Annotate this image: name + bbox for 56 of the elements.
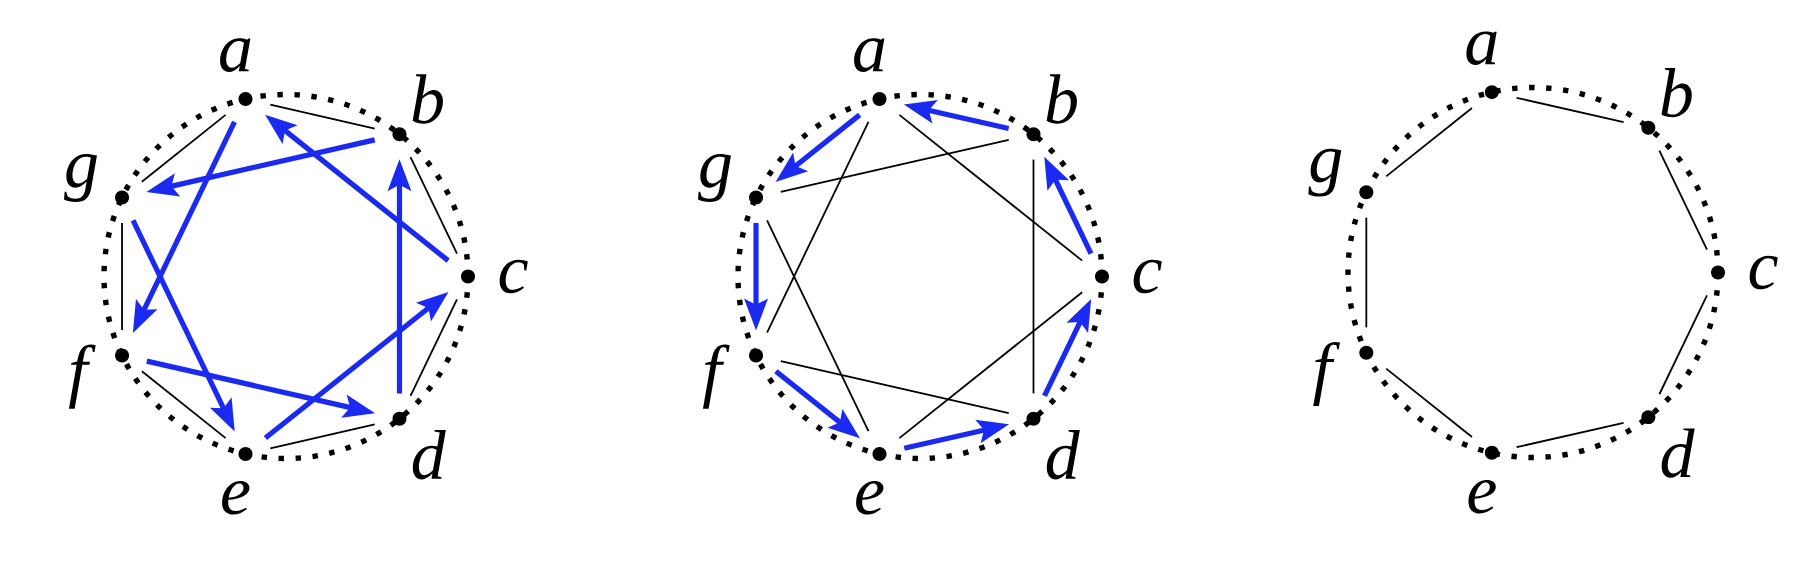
- connector-line: [1658, 149, 1708, 251]
- vertex-label: a: [220, 38, 251, 72]
- arrow: [744, 222, 769, 331]
- arrow: [265, 114, 450, 263]
- vertex-label: b: [1661, 68, 1692, 118]
- connector-line: [779, 360, 1010, 415]
- vertex-label: b: [1046, 74, 1077, 124]
- vertex-label: d: [412, 430, 446, 480]
- connector-line: [141, 113, 227, 183]
- vertex-label: d: [1046, 430, 1080, 480]
- connector-line: [269, 103, 376, 130]
- connector-line: [1032, 158, 1035, 395]
- arrow: [132, 120, 237, 333]
- connector-line: [1385, 107, 1473, 178]
- arrow: [775, 112, 862, 182]
- arrow: [387, 159, 412, 394]
- arrow: [903, 419, 1010, 451]
- vertex-label: c: [1749, 255, 1778, 290]
- vertex-label: c: [499, 259, 528, 294]
- vertex-label: e: [222, 480, 250, 515]
- arrow: [263, 292, 449, 441]
- arrow: [146, 137, 376, 197]
- connector-line: [1658, 294, 1708, 396]
- connector-line: [1515, 96, 1625, 124]
- connector-line: [409, 298, 458, 397]
- vertex-label: f: [702, 344, 730, 409]
- arrow: [1042, 299, 1092, 398]
- arrow: [1044, 156, 1094, 255]
- vertex-label: f: [1313, 341, 1340, 407]
- connector-line: [766, 219, 870, 432]
- vertex-label: c: [1133, 259, 1162, 294]
- connector-line: [1515, 421, 1625, 449]
- vertex-label: g: [64, 154, 97, 202]
- connector-line: [898, 291, 1084, 439]
- vertex-label: g: [698, 154, 731, 202]
- vertex-label: a: [1466, 31, 1497, 66]
- vertex-label: g: [1308, 148, 1342, 197]
- vertex-label: f: [68, 344, 96, 409]
- connector-line: [1385, 367, 1473, 438]
- connector-line: [141, 370, 227, 439]
- vertex-label: e: [1468, 479, 1496, 514]
- arrow: [146, 358, 376, 418]
- arrow: [903, 100, 1010, 132]
- connector-line: [409, 156, 458, 255]
- connector-line: [1365, 216, 1368, 329]
- arrow: [130, 219, 235, 432]
- connector-line: [269, 423, 376, 450]
- arrow: [774, 369, 860, 439]
- vertex-label: a: [854, 38, 885, 72]
- vertex-label: b: [412, 74, 443, 124]
- vertex-label: d: [1661, 428, 1695, 478]
- vertex-label: e: [856, 480, 884, 515]
- connector-line: [121, 222, 123, 331]
- connector-line: [766, 121, 870, 334]
- connector-line: [898, 113, 1084, 262]
- connector-line: [779, 138, 1010, 193]
